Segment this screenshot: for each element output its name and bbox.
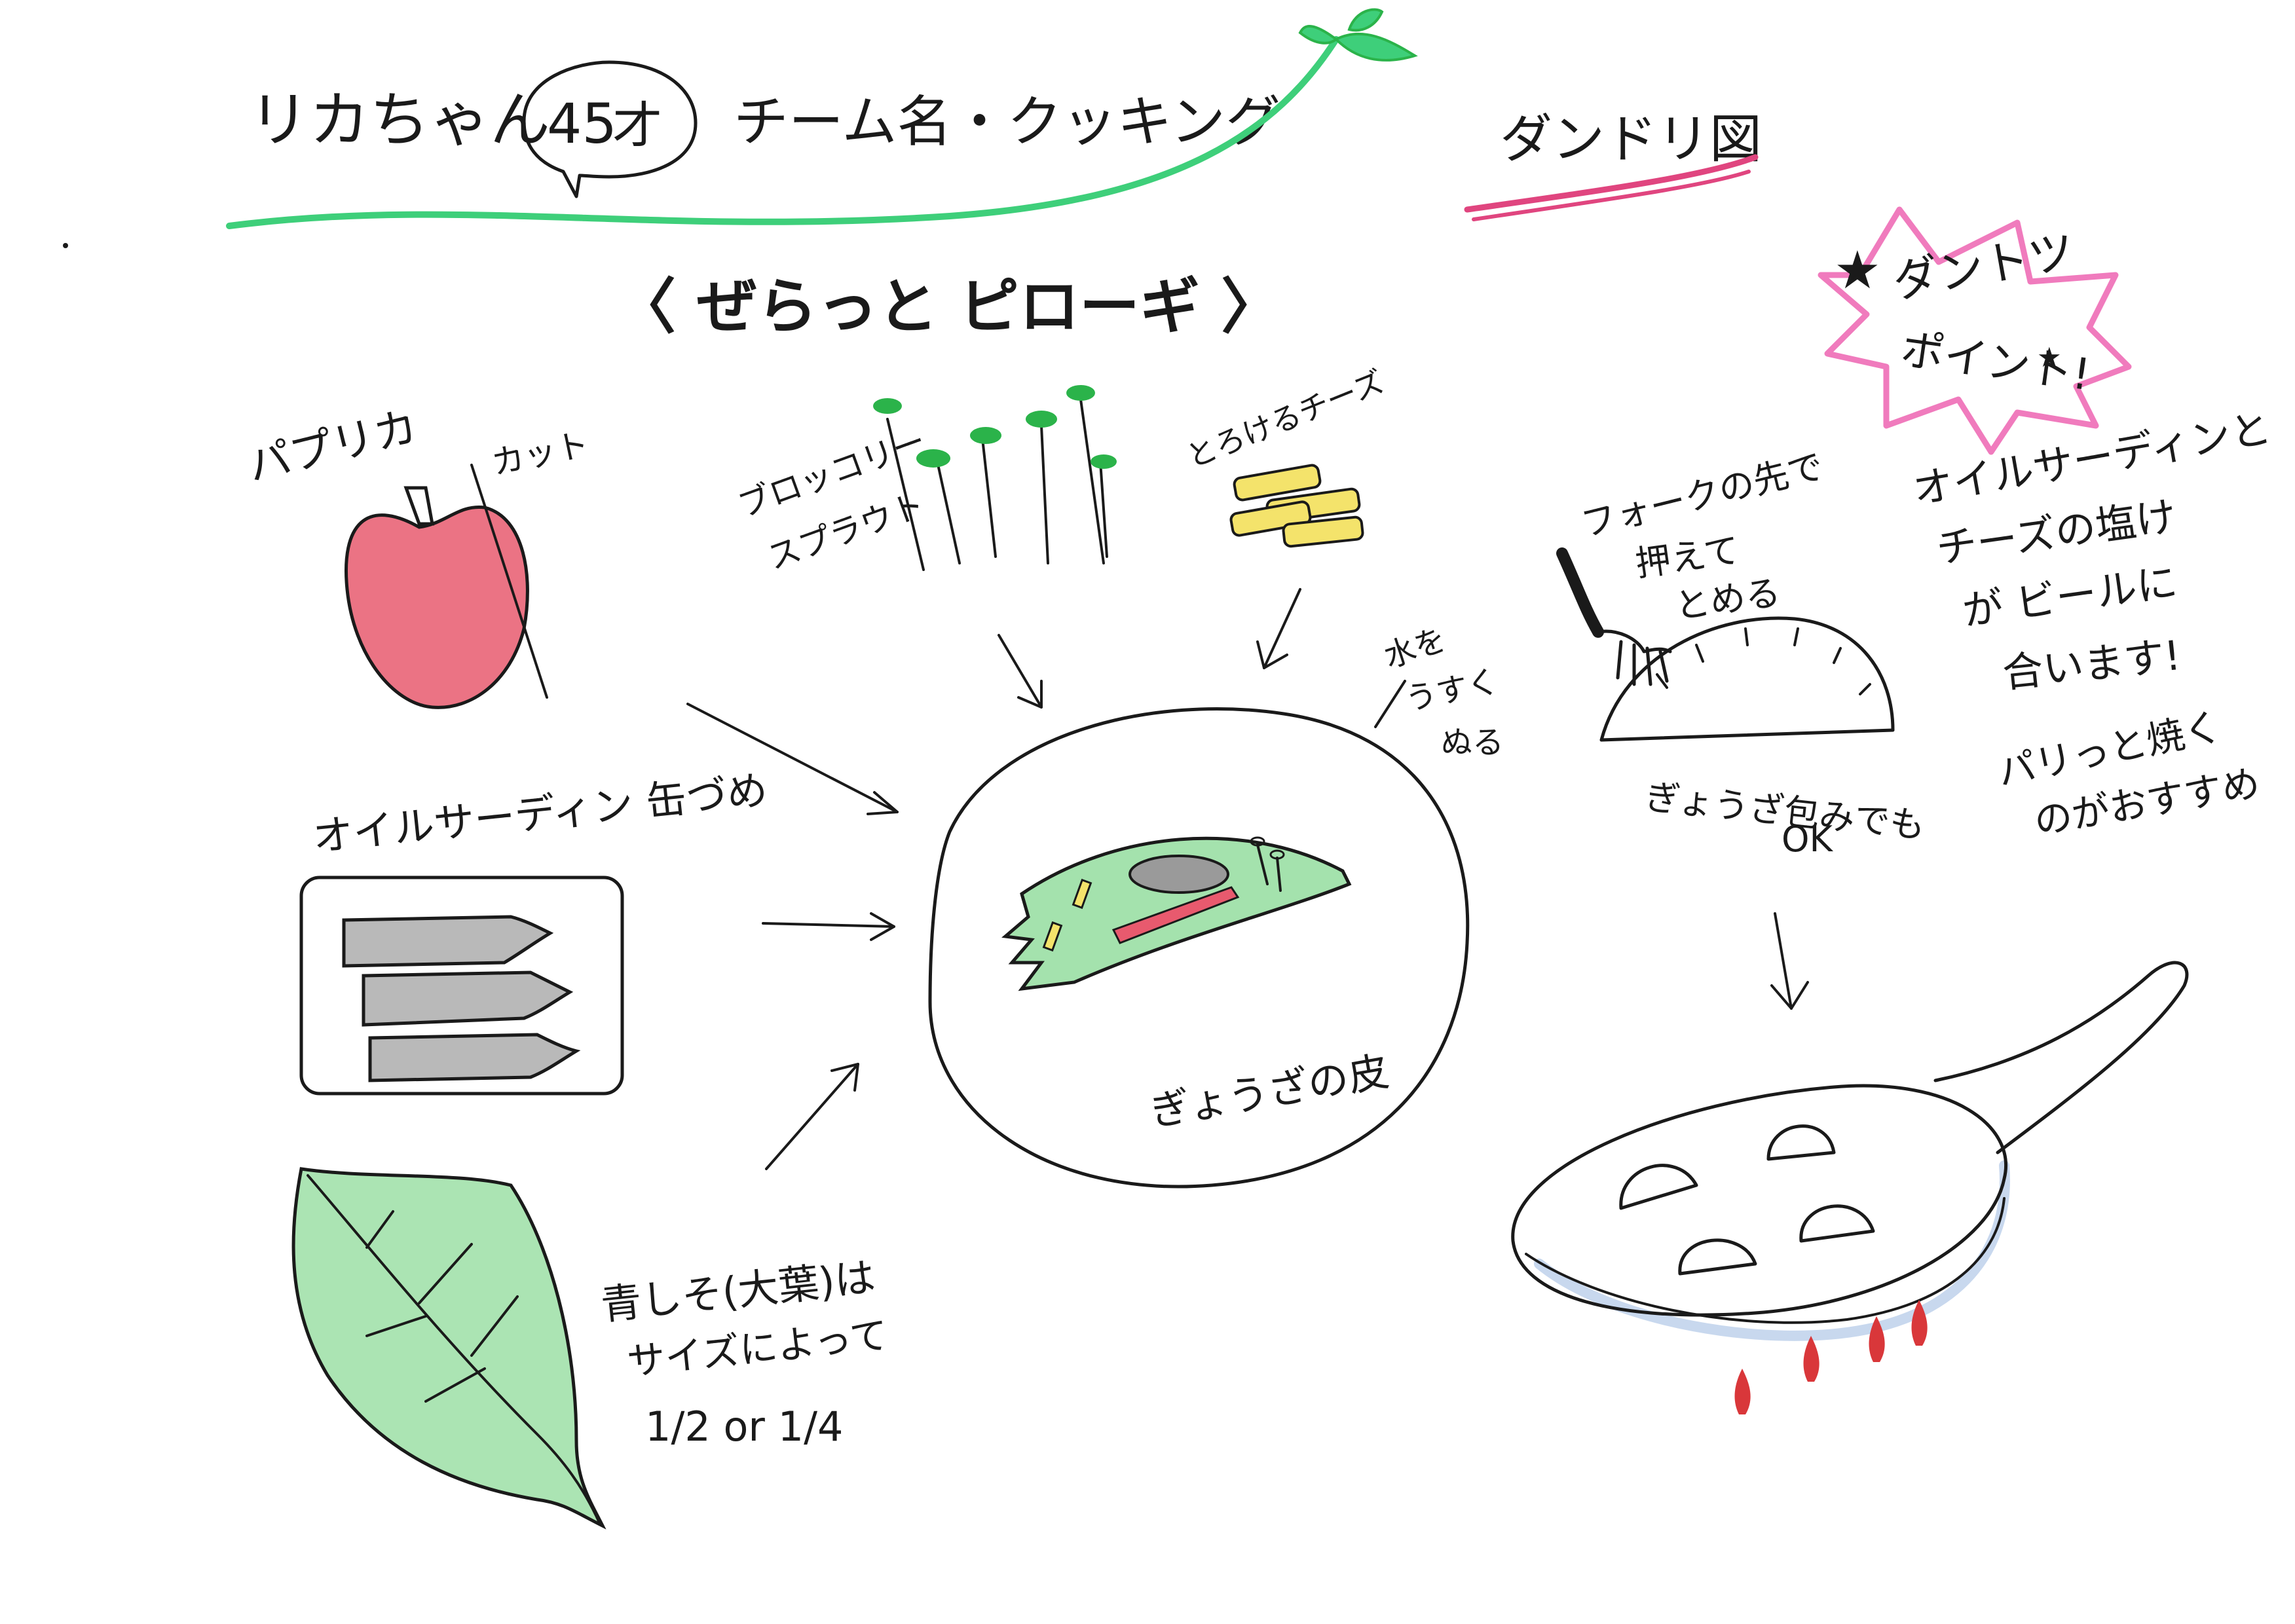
shiso-vein bbox=[307, 1174, 601, 1524]
sardine-fish-3 bbox=[368, 1033, 581, 1082]
paprika-stem bbox=[403, 486, 434, 526]
vine-leaf-icon-2 bbox=[1334, 32, 1418, 62]
shiso-text-3: 1/2 or 1/4 bbox=[645, 1403, 843, 1450]
pan-rim-inner bbox=[1525, 1197, 2006, 1324]
shiso-vein-2 bbox=[365, 1210, 394, 1249]
shiso-vein-3 bbox=[418, 1243, 473, 1304]
age-value: 45 bbox=[547, 92, 617, 156]
vine-leaf-icon-3 bbox=[1347, 8, 1384, 32]
sprout-group: ブロッコリー スプラウト bbox=[733, 385, 1117, 577]
cheese-filling bbox=[1072, 878, 1092, 910]
sardine-can-icon bbox=[299, 876, 624, 1096]
cheese-filling-2 bbox=[1042, 921, 1063, 952]
vine-leaf-icon bbox=[1298, 25, 1339, 45]
crimped-dumpling-icon bbox=[1599, 616, 1895, 742]
fork-line2: 押えて bbox=[1633, 529, 1742, 585]
arrow-from-shiso bbox=[765, 1063, 859, 1170]
badge-line2: ポイント! bbox=[1898, 324, 2093, 401]
pan-dumpling-4 bbox=[1799, 1204, 1875, 1243]
paprika-label: パプリカ bbox=[242, 401, 422, 492]
water-line1: 水を bbox=[1379, 621, 1451, 675]
arrow-from-sprouts bbox=[998, 634, 1043, 709]
sardine-group: オイルサーディン 缶づめ bbox=[299, 766, 770, 1096]
point-text-group: オイルサーディンと チーズの塩け が ビールに 合います! パリっと焼く のがお… bbox=[1909, 404, 2275, 844]
shiso-leaf-icon bbox=[291, 1167, 606, 1530]
dandori-title: ダンドリ図 bbox=[1500, 109, 1762, 170]
arrow-from-sardine bbox=[762, 912, 895, 941]
fork-icon bbox=[1556, 547, 1672, 686]
cheese-label: とろけるチーズ bbox=[1182, 363, 1389, 475]
chef-name: リカちゃん bbox=[249, 85, 550, 155]
point-line4: 合います! bbox=[2000, 631, 2183, 697]
pan-dumpling-3 bbox=[1678, 1238, 1757, 1276]
sardine-fish-1 bbox=[342, 915, 554, 968]
arrow-from-paprika bbox=[686, 703, 899, 815]
pink-underline bbox=[1464, 154, 1759, 213]
pan-handle bbox=[1933, 961, 2189, 1154]
paprika-filling bbox=[1111, 886, 1240, 944]
team-name: チーム名・クッキング bbox=[734, 90, 1280, 154]
cheese-group: とろけるチーズ bbox=[1182, 363, 1389, 548]
sprout-filling-icon bbox=[1250, 836, 1285, 892]
sardine-filling bbox=[1129, 855, 1229, 894]
water-pointer bbox=[1374, 680, 1406, 728]
cheese-icon bbox=[1229, 464, 1364, 548]
gyoza-wrapper-circle bbox=[928, 707, 1470, 1189]
wrapper-label: ぎょうざの皮 bbox=[1146, 1047, 1392, 1136]
green-vine-underline bbox=[226, 36, 1339, 229]
point-line3: が ビールに bbox=[1960, 558, 2180, 635]
star-icon: ★ bbox=[1834, 240, 1881, 301]
wrapper-group: ぎょうざの皮 水を うすく ぬる bbox=[928, 621, 1504, 1189]
small-star-icon: ★ bbox=[2037, 341, 2062, 373]
fork-step-group: フォークの先で 押えて とめる ぎょうざ包みでも OK bbox=[1556, 445, 1927, 1010]
water-line2: うすく bbox=[1402, 663, 1502, 718]
header: リカちゃん 45 才 チーム名・クッキング ダンドリ図 bbox=[226, 8, 1762, 229]
stray-dot bbox=[63, 243, 68, 248]
starburst-shape bbox=[1818, 206, 2132, 455]
water-line3: ぬる bbox=[1441, 724, 1504, 761]
frying-pan-group bbox=[1511, 961, 2189, 1414]
age-unit-glyph: 才 bbox=[612, 96, 662, 155]
arrows-to-wrapper bbox=[686, 588, 1301, 1170]
shiso-vein-6 bbox=[424, 1367, 486, 1403]
pan-dumpling-1 bbox=[1619, 1164, 1698, 1210]
flame-icons bbox=[1734, 1300, 1928, 1414]
sardine-fish-2 bbox=[362, 970, 574, 1027]
arrow-from-cheese bbox=[1256, 588, 1301, 669]
sprout-icon bbox=[873, 385, 1117, 571]
point-badge: ★ ダントツ ポイント! ★ bbox=[1818, 206, 2132, 455]
sardine-label: オイルサーディン 缶づめ bbox=[310, 766, 770, 860]
shiso-vein-5 bbox=[365, 1315, 427, 1337]
paprika-icon bbox=[345, 505, 529, 709]
paprika-cut-line bbox=[470, 464, 548, 699]
shiso-vein-4 bbox=[470, 1295, 519, 1357]
pan-dumpling-2 bbox=[1766, 1124, 1836, 1161]
paprika-cut-label: カット bbox=[488, 425, 592, 483]
shiso-group: 青しそ(大葉)は サイズによって 1/2 or 1/4 bbox=[291, 1167, 890, 1530]
pink-underline-2 bbox=[1472, 170, 1751, 221]
dish-title: 〈 ぜらっと ピローギ 〉 bbox=[616, 272, 1281, 342]
crimp-marks bbox=[1656, 627, 1871, 695]
fork-note-line2: OK bbox=[1782, 819, 1834, 860]
frying-pan-icon bbox=[1511, 1084, 2007, 1317]
arrow-to-pan bbox=[1770, 912, 1809, 1010]
paprika-group: パプリカ カット bbox=[242, 401, 592, 709]
age-bubble: 45 才 bbox=[522, 60, 698, 198]
shiso-text-2: サイズによって bbox=[625, 1313, 890, 1384]
fork-line1: フォークの先で bbox=[1577, 445, 1827, 545]
